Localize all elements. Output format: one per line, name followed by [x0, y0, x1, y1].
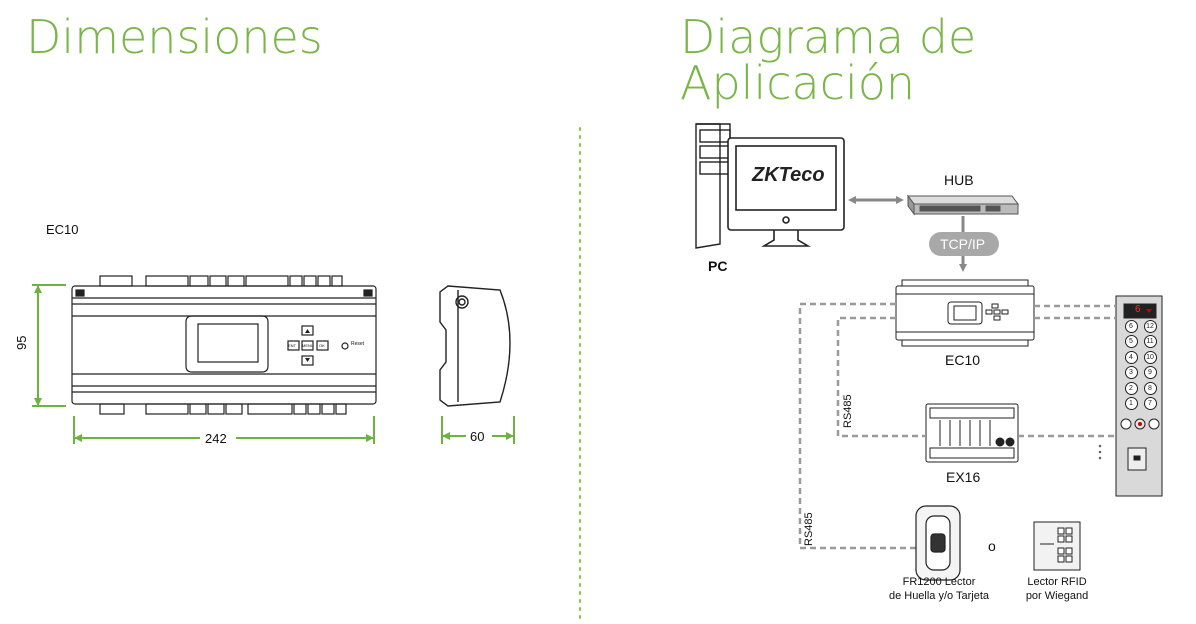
top-terminals — [99, 275, 343, 287]
depth-value: 60 — [470, 429, 485, 444]
height-value: 95 — [14, 335, 29, 350]
key-ent-label: ENT — [288, 343, 296, 348]
ex16-expansion — [925, 403, 1019, 463]
ec10-front-view — [71, 275, 377, 415]
floor-button-11[interactable]: 11 — [1143, 335, 1157, 348]
floor-button-8[interactable]: 8 — [1143, 381, 1157, 395]
width-value: 242 — [205, 431, 227, 446]
rfid-caption: Lector RFID por Wiegand — [1010, 576, 1104, 604]
floor-button-7[interactable]: 7 — [1143, 397, 1157, 410]
floor-button-12[interactable]: 12 — [1143, 319, 1157, 333]
more-floors-dots — [1098, 444, 1102, 460]
ec10-controller — [895, 279, 1035, 347]
rs485-label-lower: RS485 — [803, 512, 815, 546]
wiring — [798, 302, 1116, 550]
floor-button-2[interactable]: 2 — [1124, 381, 1138, 395]
floor-button-1[interactable]: 1 — [1124, 397, 1138, 410]
key-menu-label: MENU — [302, 343, 314, 348]
tcpip-label: TCP/IP — [940, 236, 986, 252]
ec10-diagram-label: EC10 — [945, 352, 981, 368]
floor-button-6[interactable]: 6 — [1124, 319, 1138, 333]
floor-button-4[interactable]: 4 — [1124, 350, 1138, 364]
elevator-floor-display: 6 — [1135, 304, 1141, 315]
floor-button-5[interactable]: 5 — [1124, 335, 1138, 348]
key-ok-label: OK — [319, 343, 325, 348]
fr1200-reader — [915, 505, 961, 581]
pc-tower — [695, 123, 731, 249]
rfid-reader — [1033, 521, 1081, 571]
hub-label: HUB — [944, 172, 974, 188]
width-dimension — [73, 416, 375, 444]
application-diagram-title: Diagrama de Aplicación — [680, 10, 977, 110]
brand-logo: ZKTeco — [752, 164, 825, 186]
bottom-terminals — [99, 403, 347, 415]
floor-button-3[interactable]: 3 — [1124, 366, 1138, 379]
tcpip-pill — [929, 232, 999, 256]
rs485-label-upper: RS485 — [842, 394, 854, 428]
ex16-label: EX16 — [946, 469, 981, 485]
reset-label: Reset — [351, 341, 365, 347]
ec10-model-label: EC10 — [46, 222, 79, 237]
fr1200-caption-line2: de Huella y/o Tarjeta — [888, 589, 990, 602]
or-label: o — [988, 538, 996, 554]
height-dimension — [32, 284, 66, 407]
fr1200-caption: FR1200 Lector de Huella y/o Tarjeta — [874, 576, 1004, 604]
ec10-side-view — [439, 285, 511, 407]
hub-device — [907, 194, 1019, 216]
floor-button-10[interactable]: 10 — [1143, 350, 1157, 364]
key-arrows — [305, 329, 310, 362]
pc-monitor — [727, 137, 845, 247]
floor-button-9[interactable]: 9 — [1143, 366, 1157, 379]
rfid-caption-line2: por Wiegand — [1025, 589, 1089, 602]
dimensions-title: Dimensiones — [26, 10, 323, 64]
rfid-caption-line1: Lector RFID — [1027, 576, 1087, 588]
pc-label: PC — [708, 258, 728, 274]
fr1200-caption-line1: FR1200 Lector — [902, 576, 976, 588]
